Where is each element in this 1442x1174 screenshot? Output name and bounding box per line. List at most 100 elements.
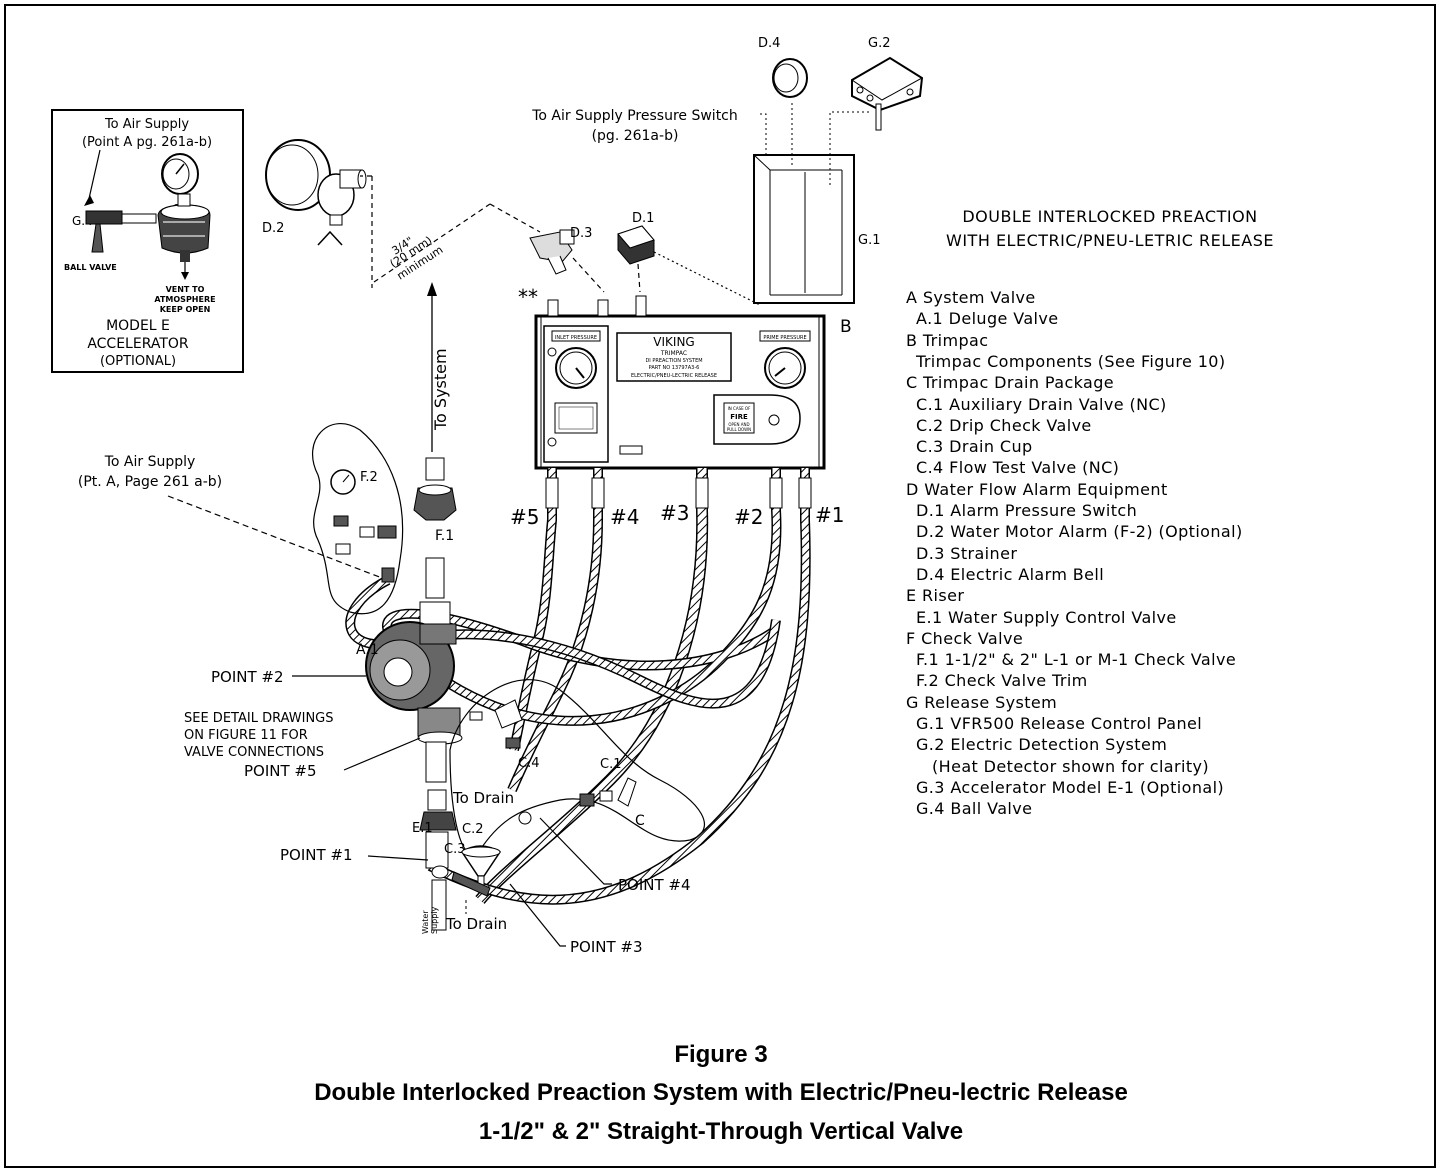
legend-item: C.1 Auxiliary Drain Valve (NC) [916, 394, 1167, 414]
fire-label-3: OPEN AND [728, 422, 749, 427]
legend-item: C Trimpac Drain Package [906, 373, 1115, 393]
drain-cup-icon [451, 845, 502, 897]
f2-label: F.2 [360, 470, 378, 485]
g2-label: G.2 [868, 36, 890, 51]
figure-title: Double Interlocked Preaction System with… [314, 1079, 1128, 1106]
inset-ball-valve-label: BALL VALVE [64, 263, 117, 272]
inset-vent-line3: KEEP OPEN [160, 305, 211, 314]
point4-label: POINT #4 [618, 876, 691, 894]
c3-label: C.3 [444, 842, 465, 857]
riser-assembly [365, 457, 463, 931]
fire-label-4: PULL DOWN [727, 427, 751, 432]
accelerator-inset: To Air Supply (Point A pg. 261a-b) G.4 G… [51, 109, 244, 373]
legend-item: C.3 Drain Cup [916, 437, 1033, 457]
ball-valve-icon [85, 210, 157, 253]
heading-line2: WITH ELECTRIC/PNEU-LETRIC RELEASE [946, 231, 1274, 250]
legend-item: B Trimpac [906, 330, 989, 350]
inset-vent-line1: VENT TO [166, 285, 205, 294]
legend-item: G.3 Accelerator Model E-1 (Optional) [916, 777, 1225, 797]
c2-label: C.2 [462, 822, 483, 837]
fire-label-1: IN CASE OF [728, 406, 751, 411]
legend-item: G.4 Ball Valve [916, 799, 1033, 819]
detail-line2: ON FIGURE 11 FOR [184, 728, 308, 743]
air-supply2-line1: To Air Supply [104, 454, 196, 470]
drain-package-components [469, 699, 637, 825]
legend-item: C.4 Flow Test Valve (NC) [916, 458, 1120, 478]
f1-label: F.1 [435, 528, 454, 544]
water-supply-line2: Supply [430, 906, 439, 934]
legend-item: D.4 Electric Alarm Bell [916, 564, 1105, 584]
detail-line3: VALVE CONNECTIONS [184, 745, 324, 760]
legend-item: G Release System [906, 692, 1058, 712]
legend-item: A System Valve [906, 288, 1036, 307]
air-supply2-line2: (Pt. A, Page 261 a-b) [78, 474, 222, 490]
legend-item: E.1 Water Supply Control Valve [916, 607, 1177, 627]
legend-item: (Heat Detector shown for clarity) [932, 756, 1210, 776]
point-leaders [292, 675, 612, 947]
check-valve-trim-outline [312, 423, 404, 615]
legend-item: F Check Valve [906, 628, 1024, 648]
legend-item: D Water Flow Alarm Equipment [906, 479, 1168, 499]
inlet-gauge-label: INLET PRESSURE [555, 335, 597, 341]
water-supply-line1: Water [421, 910, 430, 934]
trimpac-cabinet: INLET PRESSURE VIKING TRIMPAC DI PREACTI… [534, 295, 826, 470]
stars-label: ** [518, 285, 538, 309]
water-motor-alarm-icon [265, 139, 367, 246]
legend-item: G.2 Electric Detection System [916, 735, 1168, 755]
legend-item: C.2 Drip Check Valve [916, 415, 1092, 435]
hose-3-label: #3 [660, 501, 689, 525]
trimpac-part: PART NO 13797A3-6 [649, 365, 700, 371]
inset-air-line1: To Air Supply [104, 117, 189, 132]
to-drain-mid-label: To Drain [452, 789, 514, 807]
heading-line1: DOUBLE INTERLOCKED PREACTION [962, 207, 1257, 226]
inset-model-line1: MODEL E [106, 318, 170, 334]
d1-label: D.1 [632, 211, 654, 226]
check-valve-trim-icon [330, 469, 397, 583]
trimpac-system: DI PREACTION SYSTEM [645, 358, 702, 364]
to-system-label: To System [431, 348, 450, 431]
heat-detector-icon [851, 56, 924, 131]
inset-model-line3: (OPTIONAL) [100, 354, 176, 369]
trimpac-release: ELECTRIC/PNEU-LECTRIC RELEASE [631, 373, 717, 379]
hose-2-label: #2 [734, 505, 763, 529]
accelerator-body-icon [157, 193, 211, 262]
legend-item: E Riser [906, 586, 965, 606]
c4-label: C.4 [518, 756, 539, 771]
strainer-icon [529, 229, 575, 275]
inset-vent-line2: ATMOSPHERE [154, 295, 215, 304]
alarm-pressure-switch-icon [617, 225, 655, 265]
electric-alarm-bell-icon [772, 58, 808, 98]
trimpac-name: TRIMPAC [660, 350, 687, 357]
d4-label: D.4 [758, 36, 780, 51]
legend-item: Trimpac Components (See Figure 10) [916, 351, 1226, 371]
point2-label: POINT #2 [211, 668, 284, 686]
release-control-panel [753, 154, 855, 304]
legend-item: F.2 Check Valve Trim [916, 671, 1088, 691]
pressure-switch-line2: (pg. 261a-b) [592, 128, 679, 144]
hose-4-label: #4 [610, 505, 639, 529]
c1-label: C.1 [600, 757, 621, 772]
prime-gauge-label: PRIME PRESSURE [763, 335, 806, 341]
legend-item: A.1 Deluge Valve [916, 309, 1059, 329]
d3-label: D.3 [570, 226, 592, 241]
legend-item: D.2 Water Motor Alarm (F-2) (Optional) [916, 522, 1243, 542]
hose-5-label: #5 [510, 505, 539, 529]
point3-label: POINT #3 [570, 938, 643, 956]
b-label: B [840, 317, 852, 337]
water-supply-control-valve-icon [419, 811, 457, 831]
trimpac-brand: VIKING [653, 335, 694, 349]
point1-label: POINT #1 [280, 846, 353, 864]
pressure-switch-line1: To Air Supply Pressure Switch [531, 108, 738, 124]
legend-item: D.1 Alarm Pressure Switch [916, 501, 1138, 520]
detail-line1: SEE DETAIL DRAWINGS [184, 711, 334, 726]
inset-box [51, 109, 244, 373]
inset-model-line2: ACCELERATOR [87, 336, 189, 352]
inset-air-line2: (Point A pg. 261a-b) [82, 135, 212, 150]
dimension-guide [360, 175, 541, 288]
e1-label: E.1 [412, 821, 433, 836]
fire-label-2: FIRE [730, 413, 748, 421]
to-drain-bottom-label: To Drain [445, 915, 507, 933]
hose-fittings [545, 477, 812, 509]
legend-item: F.1 1-1/2" & 2" L-1 or M-1 Check Valve [916, 650, 1237, 670]
